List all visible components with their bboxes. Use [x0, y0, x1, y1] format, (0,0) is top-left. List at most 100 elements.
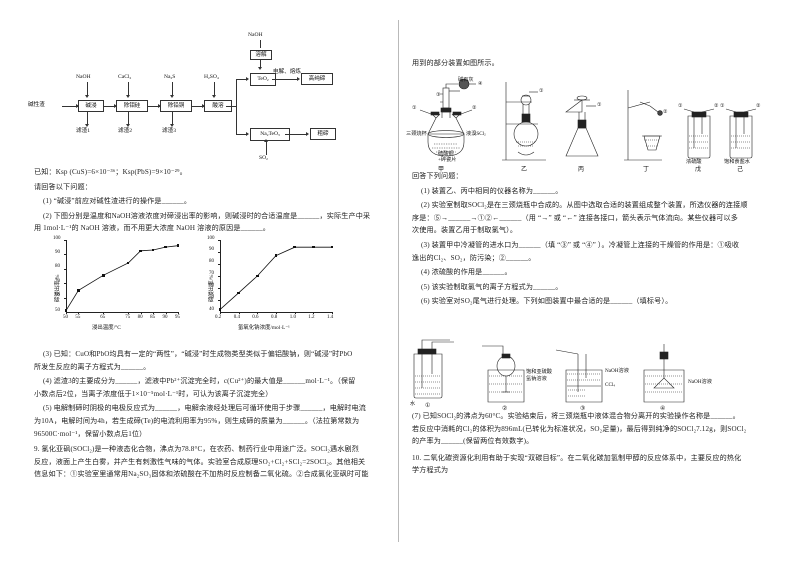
label-wu-port-1: ①	[678, 103, 683, 109]
label-jia-port-1: ①	[412, 105, 417, 111]
question-4-line-2: 小数点后2位，当离子浓度低于1×10⁻⁵mol·L⁻¹时，可认为该离子沉淀完全）	[34, 389, 273, 398]
r-question-5-line-1: (5) 该实验制取氯气的离子方程式为______。	[421, 282, 563, 291]
left-text-upper: 已知：Ksp (CuS)=6×10⁻³⁶；Ksp(PbS)=9×10⁻²⁹。 请…	[34, 166, 394, 235]
left-column: 碱性渣 碱浸 除钼硅 除铅铜 酸溶 NaOH CaCl2 Na2S H2SO4 …	[26, 0, 392, 562]
chart1-xtick-65: 65	[100, 315, 106, 320]
question-4-line-1: (4) 滤渣3的主要成分为______，滤液中Pb²⁺沉淀完全时，c(Cu²⁺)…	[43, 377, 356, 386]
apparatus-caption-yi: 乙	[521, 167, 528, 173]
tailgas-caption-2: ②	[502, 406, 508, 412]
label-ji-port-1: ①	[720, 103, 725, 109]
question-3-line-1: (3) 已知：CuO和PbO均具有一定的“两性”，“碱浸”时生成物类型类似于偏铝…	[43, 350, 353, 358]
label-boiling-chips: +碎瓷片	[438, 157, 457, 163]
chart2-xtick-04: 0.4	[233, 315, 240, 320]
r-question-2-line-3: 次使用。装置乙用于制取氯气）。	[412, 226, 518, 235]
flow-step-dissolve: 溶解	[250, 50, 272, 60]
r-question-1-line-1: (1) 装置乙、丙中相同的仪器名称为______。	[421, 186, 563, 195]
chart1-xtick-90: 90	[162, 315, 168, 320]
chart1-ytick-70: 70	[55, 278, 60, 284]
label-concentrated-sulfuric: 浓硫酸	[686, 159, 702, 165]
right-column: 用到的部分装置如图所示。	[404, 0, 770, 562]
chart-naoh-concentration: 100 90 80 70 60 50 40 0.	[200, 236, 350, 340]
label-yi-port-1: ①	[539, 88, 544, 94]
chart2-xtick-06: 0.6	[252, 315, 259, 320]
question-9-line-1: 9. 氯化亚砜(SOCl₂)是一种液态化合物，沸点为78.8°C，在农药、制药行…	[34, 445, 359, 454]
apparatus-set-1-drawing	[419, 78, 757, 161]
flow-input-feed: 碱性渣	[28, 102, 45, 108]
apparatus-caption-jia: 甲	[438, 167, 445, 173]
label-opt4-naoh: NaOH溶液	[688, 379, 712, 385]
label-opt2-nahso3-1: 饱和亚硫酸	[526, 369, 552, 375]
label-soda-lime: 碱石灰	[458, 77, 474, 83]
flow-reagent-so2: SO2	[259, 155, 268, 161]
r-question-4-line-1: (4) 浓硫酸的作用是______。	[421, 268, 512, 277]
r-question-6-line-1: (6) 实验室对SO₂尾气进行处理。下列如图装置中最合适的是______（填标号…	[421, 297, 673, 306]
question-5-line-1: (5) 电解制碲时阴极的电极反应式为______，电解余液经处理后可循环使用于步…	[43, 404, 367, 413]
label-ji-port-2: ②	[756, 103, 761, 109]
flow-reagent-h2so4: H2SO4	[204, 74, 219, 80]
chart2-ytick-90: 90	[209, 247, 214, 253]
flow-residue-2: 滤渣2	[118, 128, 132, 134]
flow-edge-electro: 电解、熔炼	[273, 69, 301, 75]
chart1-ytick-80: 80	[55, 264, 60, 270]
label-ding-port-2: ②	[663, 109, 668, 115]
question-5-line-3: 96500C·mol⁻¹，保留小数点后1位）	[34, 429, 147, 438]
chart2-ytick-100: 100	[207, 236, 215, 241]
label-bing-port-1: ①	[597, 102, 602, 108]
flow-reagent-naoh-2: NaOH	[248, 32, 263, 38]
chart2-ytick-50: 50	[209, 295, 214, 301]
label-jia-port-2: ②	[472, 105, 477, 111]
chart2-y-axis	[220, 240, 221, 312]
r-question-3-line-2: 逸出的Cl₂、SO₂，防污染；②______。	[412, 253, 536, 262]
right-answer-prompt: 回答下列问题：	[412, 172, 463, 180]
column-divider	[398, 20, 399, 542]
question-2-line-2: 用 1mol·L⁻¹的 NaOH 溶液，而不用更大浓度 NaOH 溶液的原因是_…	[34, 224, 271, 233]
chart1-ytick-60: 60	[55, 293, 60, 299]
charts-row: 100 90 80 70 60 50 50 55	[32, 236, 392, 340]
r-question-2-line-2: 序是：⑤→______→①②←______（用 “→” 或 “←” 连接各接口，…	[412, 213, 739, 222]
flow-residue-3: 滤渣3	[162, 128, 176, 134]
question-5-line-2: 为10A，电解时间为4h，若生成碲(Te)的电流利用率为95%，则生成碲的质量为…	[34, 416, 360, 425]
label-liquid-scl2: 液溴SCl2	[466, 131, 486, 137]
chart2-y-axis-label: 碲浸出率/%	[209, 274, 215, 302]
chart1-x-axis-label: 浸出温度/°C	[92, 325, 121, 331]
chart1-xtick-55: 55	[75, 315, 81, 320]
process-flowchart: 碱性渣 碱浸 除钼硅 除铅铜 酸溶 NaOH CaCl2 Na2S H2SO4 …	[26, 32, 392, 161]
chart1-x-axis	[66, 312, 178, 313]
label-cuso4: 硫酸铜	[438, 151, 454, 157]
label-wu-port-2: ②	[714, 103, 719, 109]
chart1-series-line	[65, 245, 179, 311]
chart2-ytick-40: 40	[209, 307, 214, 313]
chart1-xtick-85: 85	[150, 315, 156, 320]
chart2-xtick-14: 1.4	[327, 315, 334, 320]
apparatus-set-2: 水 饱和亚硫酸 氢钠溶液 NaOH溶液 CCl4 NaOH溶液 ① ② ③ ④	[406, 330, 768, 412]
right-intro: 用到的部分装置如图所示。	[412, 59, 499, 67]
chart2-ytick-60: 60	[209, 283, 214, 289]
chart1-xtick-50: 50	[63, 315, 68, 320]
flow-reagent-na2s: Na2S	[164, 74, 176, 80]
chart-temperature: 100 90 80 70 60 50 50 55	[46, 236, 196, 340]
r-question-7-line-2: 若反应中消耗的Cl₂的体积为896mL(已转化为标准状况，SO₂足量)，最后得到…	[412, 424, 747, 433]
apparatus-caption-wu: 戊	[695, 167, 702, 173]
tailgas-caption-1: ①	[425, 403, 431, 409]
question-9-line-3: 信息如下：①实验室里通常用Na₂SO₃固体和浓硫酸在不加热时反应制备二氧化硫。②…	[34, 470, 369, 479]
label-opt1-water: 水	[410, 401, 416, 407]
chart2-ytick-80: 80	[209, 259, 214, 265]
flow-product-na2teo3: Na2TeO3	[250, 128, 290, 141]
apparatus-caption-bing: 丙	[578, 167, 585, 173]
ksp-line: 已知：Ksp (CuS)=6×10⁻³⁶；Ksp(PbS)=9×10⁻²⁹。	[34, 168, 187, 176]
r-question-2-line-1: (2) 实验室制取SOCl₂是在三颈烧瓶中合成的。从图中选取合适的装置组成整个装…	[421, 201, 748, 210]
flow-product-pure-te: 高纯碲	[301, 73, 333, 85]
label-opt3-naoh: NaOH溶液	[605, 368, 629, 374]
answer-prompt: 请回答以下问题：	[34, 182, 92, 191]
label-saturated-brine: 饱和食盐水	[724, 159, 750, 165]
chart1-y-axis	[66, 240, 67, 312]
r-question-7-line-3: 的产率为______(保留两位有效数字)。	[412, 437, 534, 446]
apparatus-set-2-drawing	[413, 339, 685, 403]
apparatus-caption-ding: 丁	[643, 167, 650, 173]
apparatus-set-1: 碱石灰 ④ ③ ① ② 三颈烧杯 液溴SCl2 硫酸铜 +碎瓷片 ① ① ② ①…	[406, 72, 768, 173]
chart1-ytick-90: 90	[55, 250, 60, 255]
chart2-x-axis-label: 氢氧化钠浓度/mol·L⁻¹	[238, 325, 290, 331]
question-3-line-2: 所发生反应的离子方程式为______。	[34, 362, 151, 371]
label-jia-port-4: ④	[478, 81, 483, 87]
